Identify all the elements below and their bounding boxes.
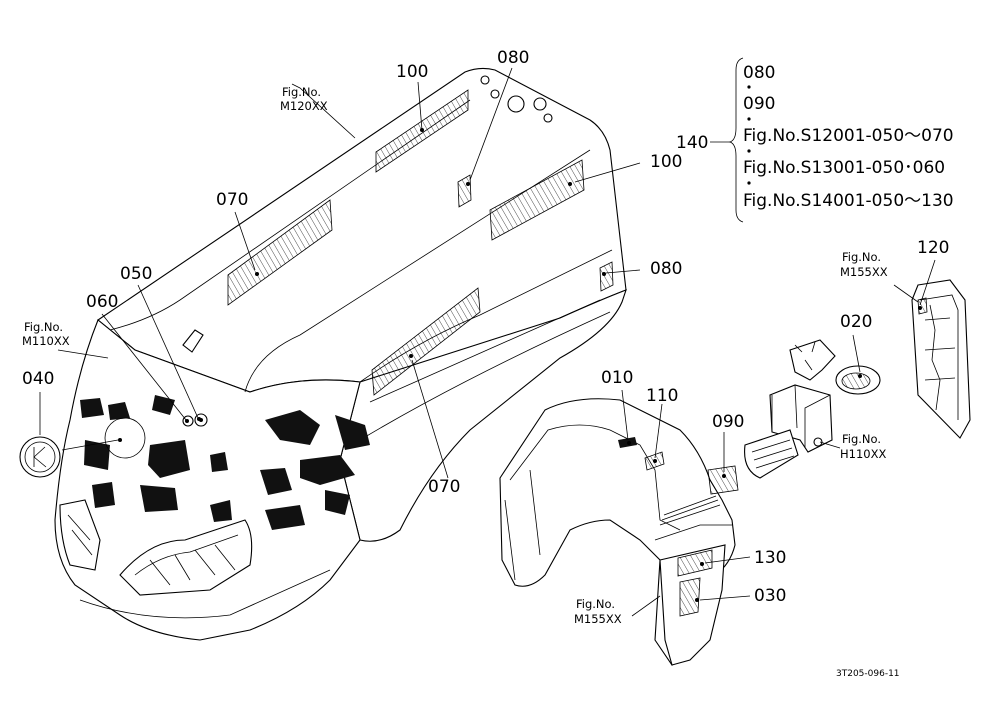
figref-m120-line2: M120XX: [280, 99, 328, 113]
figref-m155-top-line1: Fig.No.: [842, 250, 881, 264]
hood-hole: [490, 89, 500, 99]
callout-140: 140: [676, 133, 708, 153]
figref-m155-bottom-line1: Fig.No.: [576, 597, 615, 611]
leader-lines: [39, 67, 936, 617]
callout-070-upper: 070: [216, 190, 248, 210]
callout-010: 010: [601, 368, 633, 388]
callout-030: 030: [754, 586, 786, 606]
hood-hole: [543, 113, 553, 123]
hood-hole: [533, 97, 547, 111]
legend-item-s12001: Fig.No.S12001-050～070: [743, 126, 954, 146]
callout-130: 130: [754, 548, 786, 568]
bracket-assembly: [744, 339, 881, 479]
fender-vent: [659, 495, 721, 526]
hood-crease-line: [369, 299, 601, 403]
callout-120: 120: [917, 238, 949, 258]
figref-h110-line2: H110XX: [840, 447, 886, 461]
figref-m120-line1: Fig.No.: [282, 85, 321, 99]
callout-050: 050: [120, 264, 152, 284]
callout-100-top: 100: [396, 62, 428, 82]
legend-bullet: [747, 181, 751, 185]
callout-080-top: 080: [497, 48, 529, 68]
kit-legend: 080 090 Fig.No.S12001-050～070 Fig.No.S13…: [728, 57, 954, 223]
callout-060: 060: [86, 292, 118, 312]
legend-bullet: [747, 117, 751, 121]
legend-brace: [728, 57, 744, 223]
hood-assembly: [54, 67, 627, 641]
hood-side-panel: [339, 289, 627, 542]
front-lower-contour: [79, 569, 331, 619]
hood-hole: [507, 95, 525, 113]
hood-crease-line: [359, 311, 611, 441]
fender-inner-contour: [509, 424, 681, 531]
figref-m155-bottom-line2: M155XX: [574, 612, 622, 626]
figure-references: Fig.No. M120XX Fig.No. M110XX Fig.No. M1…: [22, 85, 888, 626]
legend-item-s14001: Fig.No.S14001-050～130: [743, 191, 954, 211]
figref-m110-line1: Fig.No.: [24, 320, 63, 334]
legend-bullet: [747, 85, 751, 89]
camo-pattern: [80, 395, 370, 530]
headlight-detail: [67, 514, 93, 556]
drawing-code: 3T205-096-11: [836, 669, 900, 679]
callout-labels: 100 080 100 070 080 050 060 040 070 010 …: [22, 48, 949, 606]
fender-assembly: [499, 398, 736, 666]
hood-hole: [480, 75, 490, 85]
hood-crease-line: [244, 149, 591, 393]
legend-item-s13001: Fig.No.S13001-050･060: [743, 158, 945, 178]
bracket-bolt: [813, 437, 823, 447]
figref-m155-top-line2: M155XX: [840, 265, 888, 279]
lens-020-face: [841, 372, 871, 390]
headlight-detail: [149, 544, 236, 586]
reflector-plate: [744, 429, 799, 479]
decal-030: [679, 577, 701, 617]
legend-item-090: 090: [743, 94, 775, 114]
emblem-040: [19, 436, 61, 478]
headlight-detail: [134, 534, 239, 576]
clip-bracket: [789, 339, 836, 381]
callout-090: 090: [712, 412, 744, 432]
callout-040: 040: [22, 369, 54, 389]
legend-item-080: 080: [743, 63, 775, 83]
decal-080-side: [599, 261, 614, 292]
headlight-right: [119, 519, 253, 596]
decal-090: [707, 465, 739, 495]
callout-110: 110: [646, 386, 678, 406]
hood-latch: [182, 329, 204, 353]
callout-070-lower: 070: [428, 477, 460, 497]
decal-070-side: [371, 287, 481, 396]
fender-rim: [654, 524, 732, 541]
front-grille-cowl: [54, 319, 361, 641]
legend-bullet: [747, 149, 751, 153]
callout-020: 020: [840, 312, 872, 332]
callout-100-right: 100: [650, 152, 682, 172]
decal-070-upper: [227, 199, 333, 306]
fender-inner-contour: [504, 469, 541, 581]
figref-m110-line2: M110XX: [22, 334, 70, 348]
decal-100-side: [489, 159, 585, 241]
figref-h110-line1: Fig.No.: [842, 432, 881, 446]
hood-crease-line: [109, 99, 471, 331]
callout-080-right: 080: [650, 259, 682, 279]
decal-130: [677, 549, 713, 577]
emblem-seat: [104, 417, 146, 459]
